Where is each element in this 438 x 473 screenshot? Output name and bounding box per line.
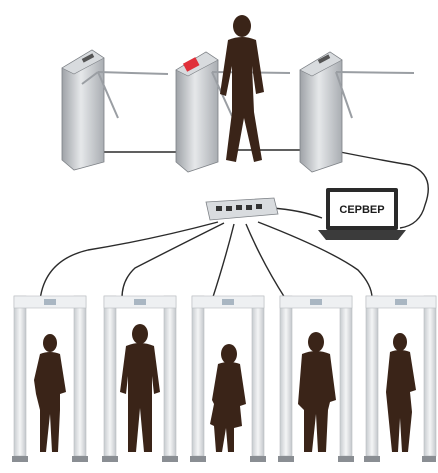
laptop-icon: СЕРВЕР [318,188,406,240]
person-silhouette-icon [298,332,336,452]
person-silhouette-icon [120,324,160,452]
person-silhouette-icon [34,334,66,452]
server-label: СЕРВЕР [339,204,384,216]
cable-switch-detector-3 [212,224,234,300]
person-silhouette-icon [210,344,246,452]
cable-switch-detector-2 [122,223,224,298]
network-switch-icon [206,198,278,220]
cable-switch-detector-4 [246,224,285,298]
cable-switch-detector-1 [40,222,218,300]
person-silhouette-icon [386,333,416,452]
cable-switch-to-laptop [272,208,322,218]
person-silhouette-icon [220,15,264,162]
detector-people [34,324,416,452]
turnstile-3 [300,52,414,172]
